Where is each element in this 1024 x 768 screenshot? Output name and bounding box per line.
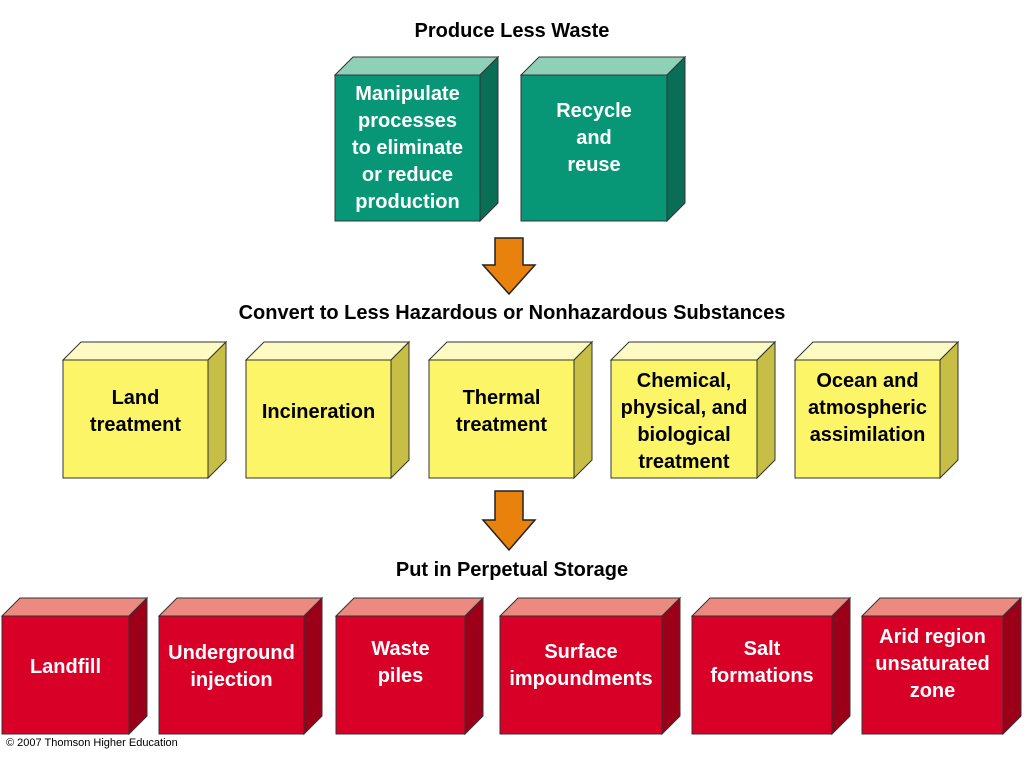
box-manipulate-processes: [333, 55, 500, 223]
box-side-face: [573, 340, 593, 480]
box-top-face: [498, 597, 682, 617]
copyright-notice: © 2007 Thomson Higher Education: [6, 737, 178, 749]
box-front-face: [691, 615, 833, 735]
box-side-face: [464, 596, 484, 736]
label-landfill: Landfill: [29, 655, 102, 678]
box-top-face: [61, 341, 228, 361]
box-side-face: [756, 340, 776, 480]
box-top-face: [519, 56, 687, 76]
box-top-face: [427, 341, 594, 361]
box-top-face: [157, 597, 324, 617]
box-top-face: [609, 341, 777, 361]
box-front-face: [335, 615, 466, 735]
box-side-face: [939, 340, 959, 480]
label-manipulate-processes: Manipulate processes to eliminate or red…: [351, 82, 464, 213]
box-side-face: [831, 596, 851, 736]
box-top-face: [0, 597, 149, 617]
box-salt-formations: [690, 596, 852, 736]
box-underground-injection: [157, 596, 324, 736]
label-arid-region: Arid region unsaturated zone: [875, 625, 990, 702]
box-top-face: [793, 341, 960, 361]
box-side-face: [207, 340, 227, 480]
box-arid-region: [860, 596, 1023, 736]
box-side-face: [479, 55, 499, 223]
label-waste-piles: Waste piles: [371, 638, 430, 687]
box-top-face: [334, 597, 485, 617]
box-top-face: [690, 597, 852, 617]
box-front-face: [428, 359, 575, 479]
label-ocean-assimilation: Ocean and atmospheric assimilation: [808, 369, 927, 446]
section-title-perpetual-storage: Put in Perpetual Storage: [395, 559, 629, 581]
box-top-face: [333, 56, 500, 76]
box-front-face: [520, 74, 668, 222]
box-chemical-treatment: [609, 340, 777, 480]
box-front-face: [334, 74, 481, 222]
label-incineration: Incineration: [261, 400, 376, 423]
box-side-face: [661, 596, 681, 736]
label-thermal-treatment: Thermal treatment: [455, 387, 548, 436]
section-title-produce-less-waste: Produce Less Waste: [414, 20, 610, 42]
box-front-face: [158, 615, 305, 735]
box-land-treatment: [61, 340, 228, 480]
box-top-face: [860, 597, 1023, 617]
box-front-face: [861, 615, 1004, 735]
box-top-face: [244, 341, 411, 361]
label-chemical-treatment: Chemical, physical, and biological treat…: [620, 370, 748, 473]
box-front-face: [610, 359, 758, 479]
box-recycle-reuse: [519, 55, 687, 223]
box-side-face: [128, 596, 148, 736]
section-title-convert: Convert to Less Hazardous or Nonhazardou…: [238, 302, 786, 324]
box-side-face: [666, 55, 686, 223]
box-side-face: [1002, 596, 1022, 736]
label-underground-injection: Underground injection: [168, 642, 295, 691]
label-land-treatment: Land treatment: [89, 387, 182, 436]
box-front-face: [62, 359, 209, 479]
box-front-face: [245, 359, 392, 479]
label-recycle-reuse: Recycle and reuse: [556, 99, 632, 176]
down-arrow-icon: [481, 490, 537, 552]
box-waste-piles: [334, 596, 485, 736]
box-side-face: [303, 596, 323, 736]
box-front-face: [1, 615, 130, 735]
box-ocean-assimilation: [793, 340, 960, 480]
label-surface-impoundments: Surface impoundments: [509, 641, 653, 690]
box-front-face: [794, 359, 941, 479]
label-salt-formations: Salt formations: [710, 638, 814, 687]
down-arrow-icon: [481, 237, 537, 296]
box-surface-impoundments: [498, 596, 682, 736]
box-incineration: [244, 340, 411, 480]
box-front-face: [499, 615, 663, 735]
box-landfill: [0, 596, 149, 736]
box-thermal-treatment: [427, 340, 594, 480]
box-side-face: [390, 340, 410, 480]
